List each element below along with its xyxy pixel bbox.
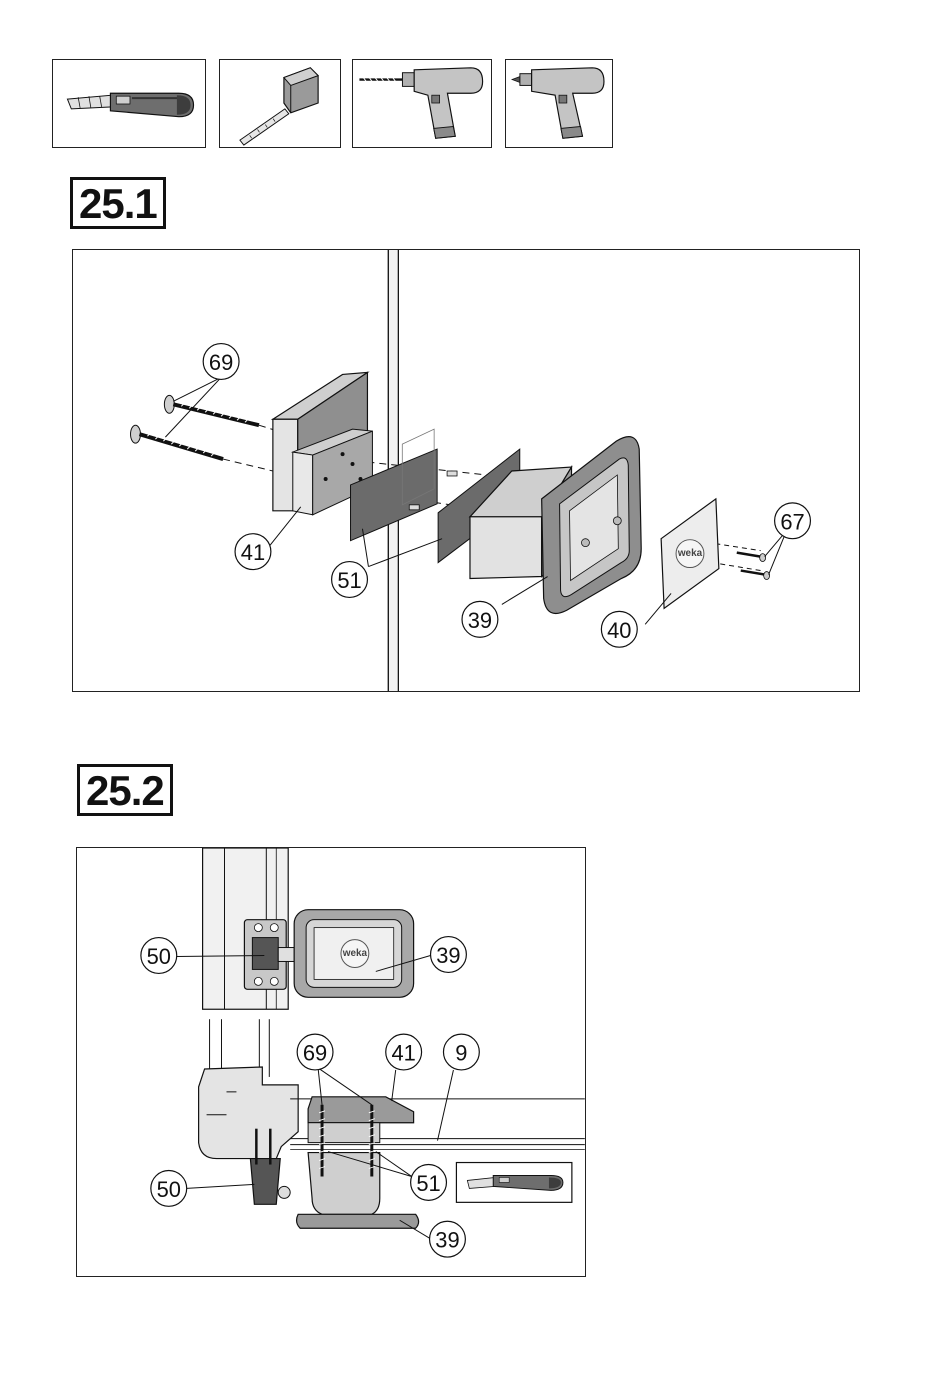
callout-51: 51 [332,562,368,598]
tool-box-screwdriver [505,59,613,148]
svg-text:67: 67 [780,509,804,534]
svg-text:39: 39 [436,943,460,968]
tool-box-drill [352,59,492,148]
inset-tool-box [456,1163,571,1203]
handle-assembly [470,437,641,614]
screwdriver-drill-icon [506,60,612,147]
svg-text:50: 50 [147,944,171,969]
svg-text:51: 51 [337,568,361,593]
callout-50-top: 50 [141,938,177,974]
latch-bottom [250,1159,280,1205]
callout-41: 41 [235,534,271,570]
callout-39-bottom: 39 [430,1221,466,1257]
callout-67: 67 [775,503,811,539]
callout-39-top: 39 [431,937,467,973]
callout-50-bottom: 50 [151,1170,187,1206]
tool-box-tape [219,59,341,148]
svg-text:41: 41 [241,540,265,565]
small-screw-lower [741,571,765,575]
callout-51: 51 [411,1165,447,1201]
callout-40: 40 [601,611,637,647]
step-title-25-2: 25.2 [77,764,173,816]
step-title-25-1: 25.1 [70,177,166,229]
callout-69: 69 [297,1034,333,1070]
cover-plate: weka [661,499,719,609]
long-screw-lower [131,425,224,459]
svg-text:9: 9 [455,1041,467,1066]
callout-9: 9 [443,1034,479,1070]
callout-39: 39 [462,601,498,637]
handle-front-view: weka [294,910,413,998]
svg-text:39: 39 [435,1228,459,1253]
cover-logo: weka [677,548,703,559]
small-screw-upper [737,553,761,557]
long-screw-upper [164,395,259,425]
exploded-assembly-diagram: weka 69 41 51 39 [73,250,859,691]
utility-knife-icon [53,60,205,147]
panel-step-25-2: weka [76,847,586,1277]
svg-text:40: 40 [607,618,631,643]
svg-text:39: 39 [468,608,492,633]
svg-text:69: 69 [209,350,233,375]
callout-41: 41 [386,1034,422,1070]
tape-measure-icon [220,60,340,147]
svg-text:41: 41 [391,1041,415,1066]
callout-69: 69 [203,344,239,380]
svg-text:69: 69 [303,1041,327,1066]
svg-text:51: 51 [416,1171,440,1196]
tool-box-knife [52,59,206,148]
latch-top [244,920,294,990]
electric-drill-icon [353,60,491,147]
svg-text:50: 50 [157,1177,181,1202]
panel-step-25-1: weka 69 41 51 39 [72,249,860,692]
handle-logo: weka [342,948,368,959]
handle-side-body [308,1153,380,1215]
installed-assembly-diagram: weka [77,848,585,1276]
